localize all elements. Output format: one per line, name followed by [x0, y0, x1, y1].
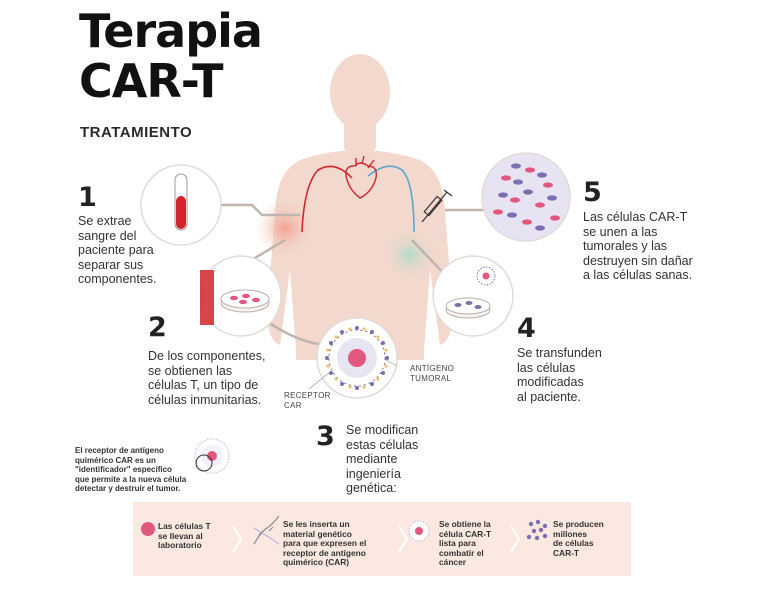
- banner-step-2: Se les inserta un material genético para…: [283, 519, 393, 568]
- step-2-text: De los componentes, se obtienen las célu…: [148, 349, 288, 407]
- banner-step-3-line: Se obtiene la: [439, 519, 491, 529]
- step-3-number: 3: [316, 421, 335, 452]
- banner-step-1: Las células T se llevan al laboratorio: [158, 521, 238, 551]
- car-note-line: El receptor de antígeno: [75, 446, 164, 455]
- banner-step-3: Se obtiene la célula CAR-T lista para co…: [439, 519, 509, 568]
- antigen-label-line: ANTÍGENO: [410, 364, 455, 373]
- step4-transfusion-illustration: [432, 255, 514, 337]
- step-5-line: Las células CAR-T: [583, 210, 688, 224]
- antigen-label: ANTÍGENO TUMORAL: [410, 364, 454, 384]
- step-2-line: células inmunitarias.: [148, 392, 262, 407]
- car-receptor-cell-icon: [194, 438, 230, 474]
- banner-chevrons: [232, 525, 521, 553]
- cell-cluster-icon: [526, 519, 548, 541]
- step-1-number: 1: [78, 182, 97, 213]
- t-cell-icon: [141, 522, 155, 536]
- banner-step-3-line: cáncer: [439, 557, 467, 568]
- step-1-text: Se extrae sangre del paciente para separ…: [78, 214, 188, 287]
- receptor-label-line: CAR: [284, 401, 302, 410]
- banner-step-4: Se producen millones de células CAR-T: [553, 519, 623, 558]
- step-2-line: De los componentes,: [148, 349, 266, 363]
- car-note-line: detectar y destruir el tumor.: [75, 484, 181, 493]
- syringe-icon: [421, 189, 453, 223]
- banner-step-2-line: quimérico (CAR): [283, 557, 350, 568]
- banner-step-2-line: para que expresen el: [283, 538, 367, 549]
- title-line-2: CAR-T: [79, 54, 224, 108]
- step-5-line: tumorales y las: [583, 239, 668, 253]
- step-5-line: destruyen sin dañar: [583, 253, 693, 268]
- banner-step-2-line: Se les inserta un: [283, 519, 350, 529]
- car-t-cell-icon: [408, 520, 430, 542]
- step-3-line: Se modifican: [346, 423, 419, 437]
- step-5-line: se unen a las: [583, 224, 658, 239]
- antigen-label-line: TUMORAL: [410, 374, 452, 383]
- car-receptor-note: El receptor de antígeno quimérico CAR es…: [75, 446, 205, 494]
- step-3-text: Se modifican estas células mediante inge…: [346, 423, 456, 496]
- banner-step-2-line: material genético: [283, 528, 352, 539]
- step-1-line: componentes.: [78, 272, 157, 286]
- step-4-line: las células: [517, 360, 576, 375]
- step-4-line: al paciente.: [517, 389, 581, 404]
- step2-petri-dish-illustration: [200, 255, 282, 337]
- banner-step-1-line: se llevan al: [158, 530, 203, 541]
- step-3-line: genética:: [346, 481, 397, 495]
- step-2-number: 2: [148, 312, 167, 343]
- step-2-line: células T, un tipo de: [148, 378, 259, 392]
- banner-step-4-line: millones: [553, 528, 587, 539]
- banner-step-2-line: receptor de antígeno: [283, 547, 366, 558]
- banner-step-4-line: de células: [553, 538, 594, 549]
- banner-step-4-line: CAR-T: [553, 547, 580, 558]
- vein-line: [367, 165, 415, 233]
- dna-icon: [253, 515, 280, 545]
- receptor-label: RECEPTOR CAR: [284, 391, 331, 411]
- artery-line: [301, 165, 353, 233]
- step-1-line: paciente para: [78, 243, 154, 257]
- step3-car-t-cell-illustration: [308, 317, 398, 399]
- step-3-line: estas células: [346, 437, 419, 452]
- banner-step-4-line: Se producen: [553, 519, 604, 529]
- step-1-line: sangre del: [78, 228, 137, 243]
- step-5-number: 5: [583, 177, 602, 208]
- arm-red-glow: [255, 198, 315, 258]
- step5-cell-attack-illustration: [481, 152, 571, 242]
- step-1-line: separar sus: [78, 257, 144, 272]
- step-1-line: Se extrae: [78, 214, 132, 228]
- receptor-label-line: RECEPTOR: [284, 391, 331, 400]
- car-note-line: "identificador" específico: [75, 465, 172, 474]
- arm-green-glow: [382, 227, 438, 283]
- process-banner: [133, 502, 631, 576]
- banner-step-3-line: combatir el: [439, 547, 484, 558]
- banner-step-1-line: Las células T: [158, 521, 211, 531]
- page-title: Terapia CAR-T: [79, 6, 379, 106]
- banner-step-3-line: célula CAR-T: [439, 528, 492, 539]
- step-5-line: a las células sanas.: [583, 268, 693, 282]
- title-line-1: Terapia: [79, 4, 263, 58]
- section-subtitle: TRATAMIENTO: [80, 124, 193, 141]
- step-4-text: Se transfunden las células modificadas a…: [517, 346, 627, 404]
- step-4-line: modificadas: [517, 375, 584, 389]
- step-3-line: mediante: [346, 452, 398, 466]
- step-4-line: Se transfunden: [517, 346, 602, 360]
- car-note-line: que permite a la nueva célula: [75, 474, 187, 484]
- step-3-line: ingeniería: [346, 466, 401, 481]
- step-4-number: 4: [517, 313, 536, 344]
- banner-step-1-line: laboratorio: [158, 540, 202, 551]
- banner-graphics: [141, 515, 548, 553]
- heart-icon: [345, 155, 378, 199]
- step-5-text: Las células CAR-T se unen a las tumorale…: [583, 210, 723, 283]
- car-note-line: quimérico CAR es un: [75, 455, 156, 465]
- banner-step-3-line: lista para: [439, 538, 476, 549]
- step1-blood-tube-illustration: [140, 164, 222, 246]
- step-2-line: se obtienen las: [148, 363, 233, 378]
